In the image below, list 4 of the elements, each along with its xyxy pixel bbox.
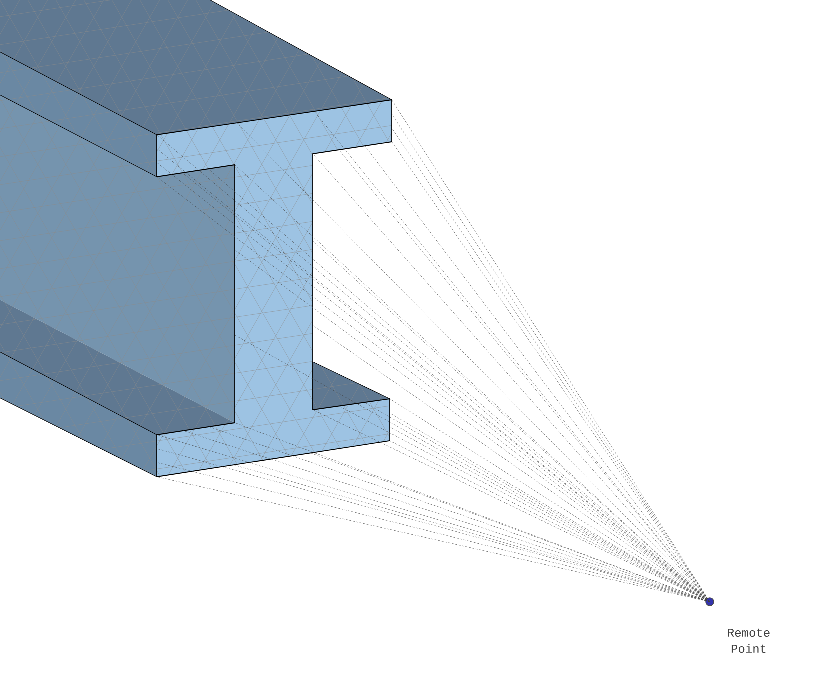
point-label: Remote Point xyxy=(728,628,770,654)
remote-point xyxy=(706,598,714,606)
spider-line xyxy=(156,100,710,602)
i-beam-drawing xyxy=(0,0,392,478)
